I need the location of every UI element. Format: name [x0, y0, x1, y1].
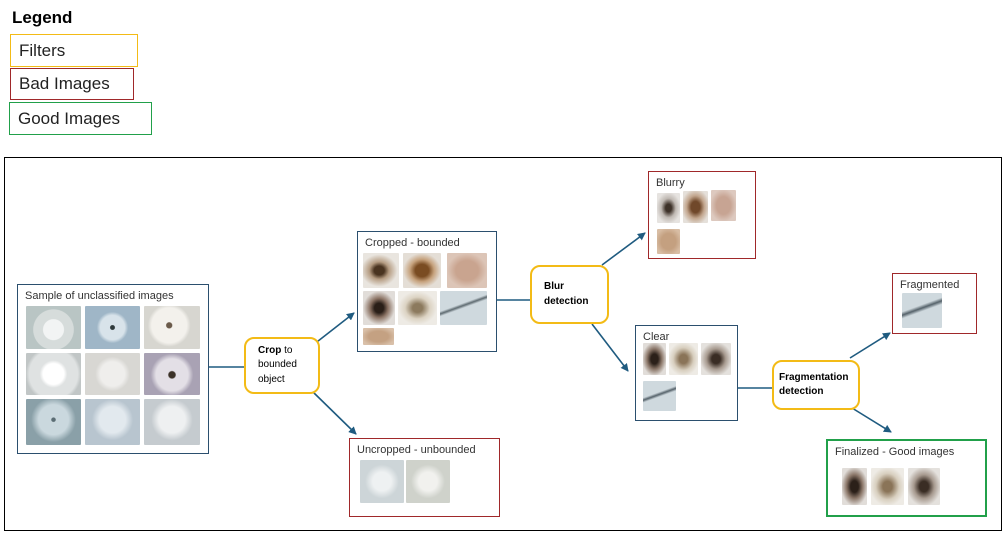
thumbnail-image — [26, 306, 81, 349]
thumbnail-image — [683, 191, 708, 223]
arrow-crop-to-uncropped — [312, 391, 357, 435]
thumbnail-image — [447, 253, 487, 288]
blurry-box: Blurry — [648, 171, 756, 259]
arrow-blur-to-blurry — [601, 232, 646, 266]
thumbnail-image — [144, 306, 200, 349]
thumbnail-image — [669, 343, 698, 375]
finalized-title: Finalized - Good images — [835, 446, 955, 458]
unclassified-title: Sample of unclassified images — [25, 290, 174, 302]
thumbnail-image — [26, 353, 81, 395]
thumbnail-image — [363, 328, 394, 345]
crop-filter-keyword: Crop — [258, 344, 282, 356]
thumbnail-image — [398, 291, 437, 325]
thumbnail-image — [85, 353, 140, 395]
fragmented-title: Fragmented — [900, 279, 960, 291]
diagram-frame — [4, 157, 1002, 531]
thumbnail-image — [363, 253, 399, 288]
arrow-crop-to-cropped — [312, 312, 355, 346]
cropped-box: Cropped - bounded — [357, 231, 497, 352]
thumbnail-image — [363, 291, 395, 325]
clear-box: Clear — [635, 325, 738, 421]
legend-filters: Filters — [10, 34, 138, 67]
cropped-title: Cropped - bounded — [365, 237, 460, 249]
frag-filter-text-1: Fragmentation — [779, 371, 849, 383]
thumbnail-image — [908, 468, 940, 505]
blur-filter-text-2: detection — [544, 295, 589, 307]
thumbnail-image — [657, 193, 680, 223]
thumbnail-image — [406, 460, 450, 503]
crop-filter-text-2: bounded — [258, 359, 297, 371]
thumbnail-image — [643, 381, 676, 411]
thumbnail-image — [842, 468, 867, 505]
thumbnail-image — [403, 253, 441, 288]
clear-title: Clear — [643, 331, 670, 343]
crop-filter-text-1: to — [281, 344, 293, 356]
thumbnail-image — [360, 460, 404, 503]
finalized-box: Finalized - Good images — [826, 439, 987, 517]
thumbnail-image — [701, 343, 731, 375]
thumbnail-image — [643, 343, 666, 375]
blurry-title: Blurry — [656, 177, 685, 189]
arrow-frag-to-finalized — [851, 407, 892, 433]
thumbnail-image — [902, 293, 942, 328]
frag-filter-text-2: detection — [779, 386, 824, 397]
thumbnail-image — [657, 229, 680, 254]
thumbnail-image — [871, 468, 904, 505]
crop-filter-text-3: object — [258, 373, 285, 385]
uncropped-box: Uncropped - unbounded — [349, 438, 500, 517]
uncropped-title: Uncropped - unbounded — [357, 444, 476, 456]
thumbnail-image — [711, 190, 736, 221]
blur-filter-text-1: Blur — [544, 281, 564, 292]
thumbnail-image — [26, 399, 81, 445]
unclassified-box: Sample of unclassified images — [17, 284, 209, 454]
arrow-blur-to-clear — [591, 323, 629, 372]
legend-title: Legend — [12, 8, 73, 27]
fragmentation-detection-filter: Fragmentation detection — [772, 360, 860, 410]
legend-bad-images: Bad Images — [10, 68, 134, 100]
legend-good-label: Good Images — [18, 108, 121, 128]
thumbnail-image — [85, 399, 140, 445]
arrow-frag-to-fragmented — [849, 332, 891, 359]
legend-bad-label: Bad Images — [19, 74, 110, 93]
legend-filters-label: Filters — [19, 40, 66, 60]
legend-good-images: Good Images — [9, 102, 152, 135]
blur-detection-filter: Blur detection — [530, 265, 609, 324]
thumbnail-image — [85, 306, 140, 349]
thumbnail-image — [144, 399, 200, 445]
fragmented-box: Fragmented — [892, 273, 977, 334]
thumbnail-image — [440, 291, 487, 325]
crop-filter: Crop to bounded object — [244, 337, 320, 394]
thumbnail-image — [144, 353, 200, 395]
